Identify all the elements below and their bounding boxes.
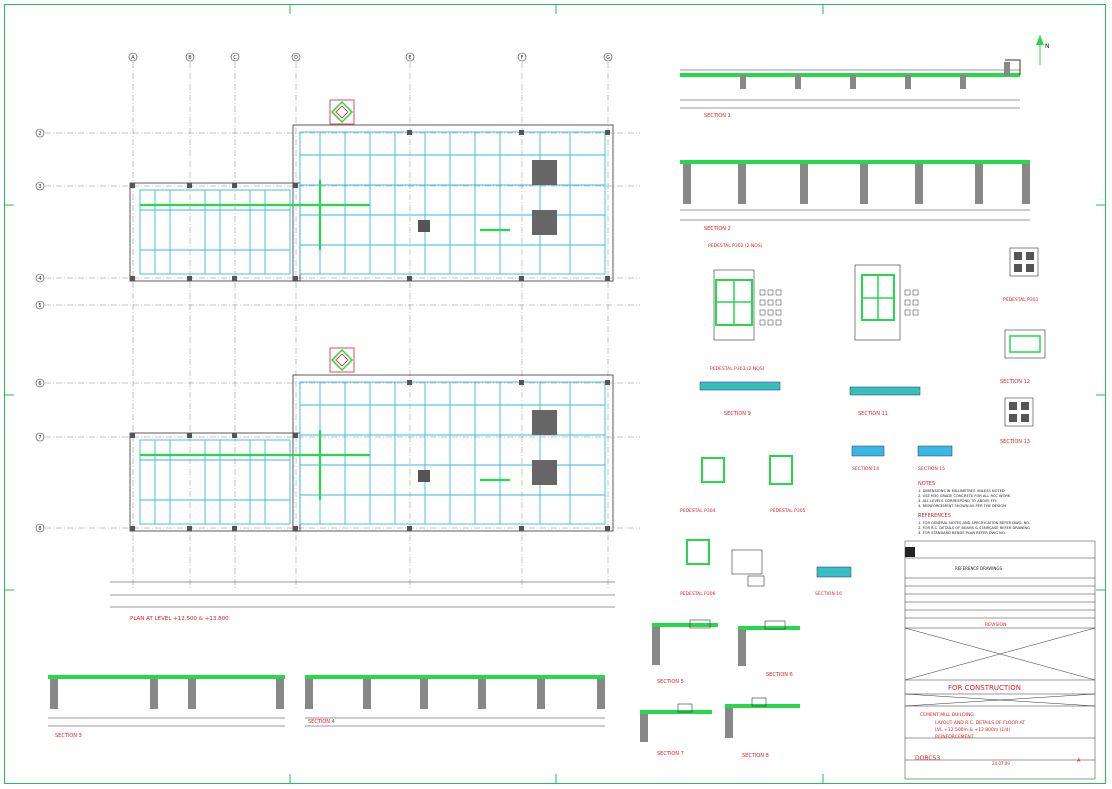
plan-dimensions xyxy=(110,581,615,608)
north-label: N xyxy=(1045,43,1050,50)
section-1 xyxy=(680,59,1021,109)
section-7 xyxy=(640,703,712,742)
section-16-label: SECTION 16 xyxy=(815,591,842,597)
note-item: 4. REINFORCEMENT SHOWN AS PER THE DESIGN xyxy=(918,504,1006,508)
section-3 xyxy=(48,675,285,727)
section-4-label: SECTION 4 xyxy=(308,719,335,725)
grid-label-d: D xyxy=(294,55,298,61)
drawing-number: DOBC53 xyxy=(915,755,940,762)
pedestal-p306-detail xyxy=(686,539,765,587)
grid-lines xyxy=(45,62,640,590)
for-construction-label: FOR CONSTRUCTION xyxy=(948,684,1021,692)
section-13 xyxy=(1004,397,1034,427)
grid-labels-left: 2 3 4 5 6 7 8 xyxy=(38,131,41,532)
section-7-label: SECTION 7 xyxy=(657,751,684,757)
upper-plan xyxy=(129,99,614,282)
pedestal-p303-label: PEDESTAL P303 (2 NOS) xyxy=(710,366,765,372)
grid-label-e: E xyxy=(408,55,411,61)
revision-label: REVISION xyxy=(985,622,1006,628)
pedestal-p304-detail xyxy=(701,455,793,485)
grid-label-8: 8 xyxy=(38,526,41,532)
pedestal-p301-label: PEDESTAL P301 xyxy=(1003,297,1039,303)
reference-item: 1. FOR GENERAL NOTES AND SPECIFICATION R… xyxy=(918,521,1030,525)
section-1-label: SECTION 1 xyxy=(704,113,731,119)
pedestal-p305-label: PEDESTAL P305 xyxy=(770,508,806,514)
drawing-revision: A xyxy=(1077,758,1081,764)
reference-drawings-label: REFERENCE DRAWINGS xyxy=(955,566,1002,571)
frame-ticks xyxy=(4,4,1106,784)
section-6-label: SECTION 6 xyxy=(766,672,793,678)
section-9-label: SECTION 9 xyxy=(724,411,751,417)
pedestal-p303-detail xyxy=(854,264,919,341)
grid-label-g: G xyxy=(606,55,610,61)
title-line-1: LAYOUT AND R.C. DETAILS OF FLOOR AT xyxy=(935,720,1025,726)
logo-mark xyxy=(905,547,915,557)
note-item: 3. ALL LEVELS CORRESPOND TO ABOVE FFL xyxy=(918,499,997,503)
grid-label-f: F xyxy=(521,55,524,61)
references-list: 1. FOR GENERAL NOTES AND SPECIFICATION R… xyxy=(918,521,1030,535)
grid-label-7: 7 xyxy=(38,435,41,441)
section-5-label: SECTION 5 xyxy=(657,679,684,685)
pedestal-p302-label: PEDESTAL P302 (2 NOS) xyxy=(708,243,763,249)
pedestal-p302-detail xyxy=(713,269,782,341)
sheet-frame xyxy=(4,4,1106,784)
grid-label-3: 3 xyxy=(38,184,41,190)
grid-label-2: 2 xyxy=(38,131,41,137)
lower-plan xyxy=(129,347,614,532)
section-11-label: SECTION 11 xyxy=(858,411,888,417)
north-arrow xyxy=(1036,35,1044,65)
section-16 xyxy=(816,566,852,578)
title-line-3: REINFORCEMENT xyxy=(935,734,974,740)
references-heading: REFERENCES xyxy=(918,513,951,519)
title-block xyxy=(904,540,1096,780)
pedestal-p301-detail xyxy=(1009,247,1039,277)
note-item: 1. DIMENSIONS IN MILLIMETRES UNLESS NOTE… xyxy=(918,489,1005,493)
grid-labels-top: A B C D E F G xyxy=(131,55,610,61)
section-11 xyxy=(849,386,921,396)
grid-label-6: 6 xyxy=(38,381,41,387)
section-5 xyxy=(652,619,718,665)
section-14 xyxy=(851,445,953,457)
section-2-label: SECTION 2 xyxy=(704,226,731,232)
section-3-label: SECTION 3 xyxy=(55,733,82,739)
pedestal-p306-label: PEDESTAL P306 xyxy=(680,591,716,597)
section-14-label: SECTION 14 xyxy=(852,466,879,472)
section-4 xyxy=(305,675,605,727)
section-8 xyxy=(725,697,800,738)
drawing-date: 24.07.09 xyxy=(992,761,1010,766)
grid-label-a: A xyxy=(131,55,135,61)
section-2 xyxy=(680,160,1030,221)
reference-item: 3. FOR STANDARD BENDS PLAN REFER DWG NO. xyxy=(918,531,1006,535)
notes-list: 1. DIMENSIONS IN MILLIMETRES UNLESS NOTE… xyxy=(918,489,1011,508)
note-item: 2. USE M30 GRADE CONCRETE FOR ALL RCC WO… xyxy=(918,494,1011,498)
section-6 xyxy=(738,620,800,666)
reference-item: 2. FOR R.C. DETAILS OF BEAMS & STAIRCASE… xyxy=(918,526,1030,530)
section-13-label: SECTION 13 xyxy=(1000,439,1030,445)
notes-heading: NOTES xyxy=(918,481,935,487)
grid-bubbles-top xyxy=(128,52,613,62)
pedestal-p304-label: PEDESTAL P304 xyxy=(680,508,716,514)
plan-title: PLAN AT LEVEL +12.500 & +13.800 xyxy=(130,616,229,622)
grid-bubbles-left xyxy=(35,128,45,533)
title-project: CEMENT MILL BUILDING xyxy=(920,712,974,718)
grid-label-c: C xyxy=(233,55,237,61)
section-15-label: SECTION 15 xyxy=(918,466,945,472)
section-8-label: SECTION 8 xyxy=(742,753,769,759)
title-line-2: LVL +12.500m & +13.800m (1/4) xyxy=(935,727,1011,733)
grid-label-4: 4 xyxy=(38,276,41,282)
grid-label-b: B xyxy=(188,55,192,61)
section-12 xyxy=(1004,329,1046,359)
grid-label-5: 5 xyxy=(38,303,41,309)
section-9 xyxy=(699,381,781,391)
section-12-label: SECTION 12 xyxy=(1000,379,1030,385)
